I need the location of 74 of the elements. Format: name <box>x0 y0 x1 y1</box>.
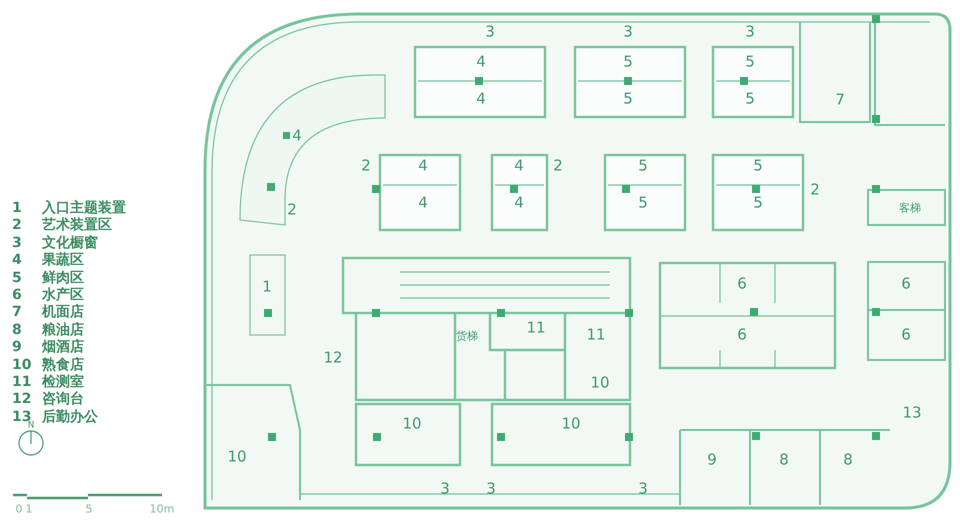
room-number: 11 <box>586 328 606 342</box>
room-number: 10 <box>402 416 422 432</box>
room-number: 1 <box>262 280 272 294</box>
legend-number: 1 <box>12 201 22 215</box>
room-number: 10 <box>227 450 247 464</box>
legend-text: 粮油店 <box>42 322 84 337</box>
room-number: 5 <box>753 158 763 174</box>
legend-text: 检测室 <box>42 375 84 389</box>
room-number: 5 <box>638 196 648 210</box>
room-number: 3 <box>623 24 633 40</box>
room-number: 6 <box>901 328 911 342</box>
room-number: 3 <box>485 24 495 40</box>
room-number: 7 <box>835 92 845 108</box>
room-number: 4 <box>418 196 428 210</box>
room-number: 3 <box>440 482 450 496</box>
room-number: 4 <box>476 54 486 70</box>
room-number: 11 <box>526 320 546 336</box>
room-number: 3 <box>486 482 496 496</box>
room-number: 5 <box>745 92 755 106</box>
room-number: 5 <box>638 158 648 174</box>
room-number: 2 <box>287 202 297 218</box>
room-number: 5 <box>623 54 633 70</box>
legend-text: 水产区 <box>42 288 84 302</box>
elevator-label: 货梯 <box>456 330 478 342</box>
legend-text: 后勤办公 <box>42 410 98 424</box>
legend-number: 12 <box>12 392 32 406</box>
legend-number: 5 <box>12 270 22 285</box>
scale-label: 5 <box>86 504 92 514</box>
legend-text: 文化橱窗 <box>42 236 98 250</box>
room-number: 6 <box>901 276 911 292</box>
room-number: 5 <box>623 92 633 106</box>
room-number: 3 <box>745 24 755 40</box>
room-number: 8 <box>779 452 789 468</box>
elevator-label: 客梯 <box>899 202 921 214</box>
legend-number: 4 <box>12 253 22 268</box>
legend-text: 熟食店 <box>42 358 84 372</box>
legend-text: 果蔬区 <box>42 253 84 268</box>
room-number: 5 <box>753 196 763 210</box>
legend-text: 烟酒店 <box>42 340 84 354</box>
room-number: 13 <box>902 406 922 420</box>
legend-number: 10 <box>12 358 32 372</box>
room-number: 4 <box>514 196 524 210</box>
room-number: 8 <box>843 452 853 468</box>
room-number: 4 <box>292 128 302 144</box>
legend-number: 2 <box>12 218 22 232</box>
room-number: 3 <box>638 482 648 496</box>
room-number: 10 <box>590 376 610 390</box>
room-number: 12 <box>323 350 343 366</box>
north-label: N <box>28 422 34 430</box>
legend-number: 11 <box>12 375 32 389</box>
room-number: 6 <box>737 328 747 342</box>
legend-text: 咨询台 <box>42 392 84 406</box>
legend-number: 3 <box>12 236 22 250</box>
legend-text: 入口主题装置 <box>42 201 126 215</box>
legend-text: 艺术装置区 <box>42 218 112 232</box>
room-number: 4 <box>514 158 524 174</box>
legend-number: 9 <box>12 340 22 354</box>
legend-number: 8 <box>12 322 22 337</box>
room-number: 2 <box>553 158 563 174</box>
scale-label: 0 <box>16 504 22 514</box>
legend-number: 6 <box>12 288 22 302</box>
room-number: 6 <box>737 276 747 292</box>
room-number: 2 <box>361 158 371 174</box>
room-number: 10 <box>561 416 581 432</box>
room-number: 2 <box>810 182 820 198</box>
legend-text: 鲜肉区 <box>42 270 84 285</box>
room-number: 4 <box>476 92 486 106</box>
legend-text: 机面店 <box>42 305 84 320</box>
scale-label: 10m <box>150 504 174 514</box>
scale-label: 1 <box>26 504 32 514</box>
room-number: 9 <box>707 452 717 468</box>
legend-number: 7 <box>12 305 22 320</box>
room-number: 4 <box>418 158 428 174</box>
room-number: 5 <box>745 54 755 70</box>
